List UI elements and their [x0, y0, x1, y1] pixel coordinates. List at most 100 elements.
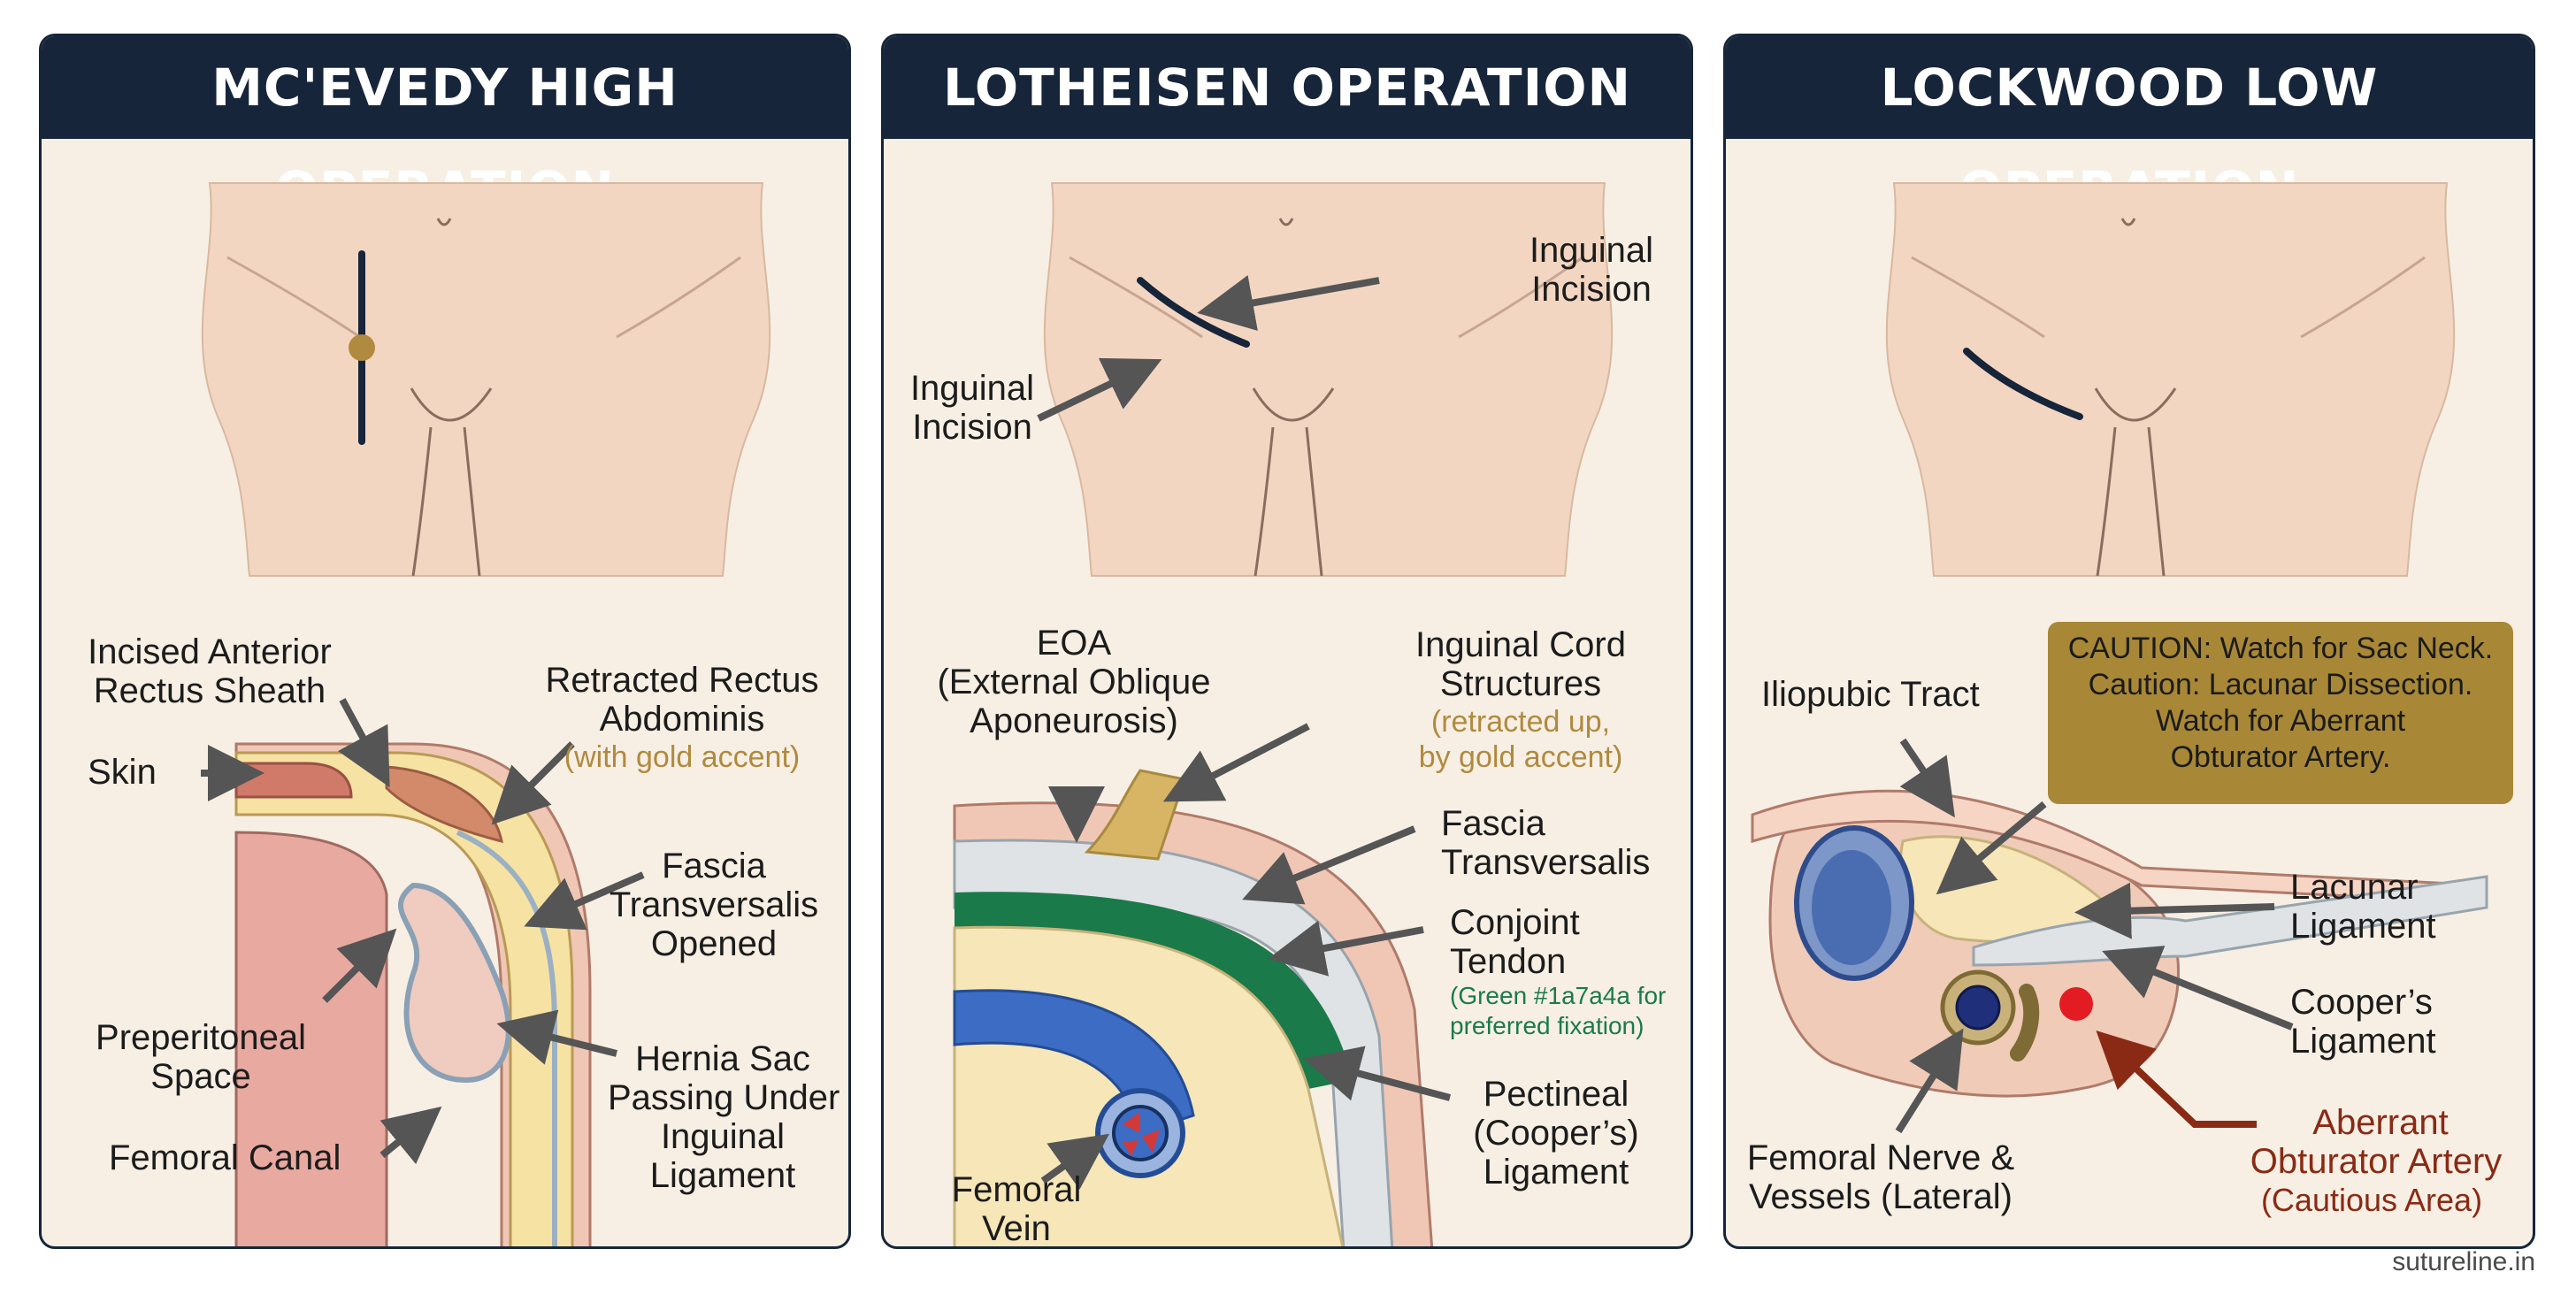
label-cord-1: Inguinal Cord — [1415, 625, 1626, 664]
lotheisen-illustration — [953, 182, 1614, 1246]
label-skin: Skin — [88, 753, 157, 792]
navel — [1278, 218, 1294, 226]
label-passing-under: Passing Under — [608, 1078, 840, 1117]
label-coopers-2: Ligament — [2290, 1022, 2436, 1061]
label-conjoint-1: Conjoint — [1450, 903, 1580, 942]
retracted-rectus-muscle — [385, 765, 503, 844]
label-inguinal-incision-right-1: Inguinal — [1529, 231, 1654, 270]
label-inguinal-incision-right-2: Incision — [1531, 270, 1652, 309]
label-lacunar-1: Lacunar — [2290, 868, 2419, 907]
panel-lotheisen: LOTHEISEN OPERATION — [881, 34, 1693, 1249]
groin-crease-right — [1458, 256, 1583, 339]
label-aberrant-3: (Cautious Area) — [2260, 1182, 2483, 1218]
label-pectineal-1: Pectineal — [1483, 1075, 1629, 1114]
label-conjoint-note-1: (Green #1a7a4a for — [1450, 982, 1667, 1009]
label-femoral-canal: Femoral Canal — [109, 1138, 341, 1177]
label-femoral-vein-2: Vein — [982, 1209, 1051, 1248]
groin-crease-left — [1069, 256, 1203, 339]
label-incised-anterior: Incised Anterior — [88, 632, 332, 671]
leg-line-right — [1305, 426, 1323, 577]
rectus-sheath-layer — [234, 751, 574, 1246]
groin-crease-left — [226, 256, 361, 339]
leg-line-left — [2096, 426, 2117, 577]
panel-title-lockwood: LOCKWOOD LOW OPERATION — [1726, 36, 2533, 220]
label-iliopubic: Iliopubic Tract — [1761, 675, 1980, 714]
navel — [436, 218, 452, 226]
label-rectus-sheath: Rectus Sheath — [93, 671, 326, 710]
lockwood-illustration — [1751, 182, 2488, 1134]
label-pectineal-3: Ligament — [1483, 1153, 1629, 1192]
label-fascia-1: Fascia — [1441, 804, 1545, 843]
label-conjoint-2: Tendon — [1450, 942, 1567, 981]
incision-gold-dot — [349, 334, 375, 361]
label-coopers-1: Cooper’s — [2290, 983, 2433, 1022]
label-hernia-sac: Hernia Sac — [635, 1039, 810, 1078]
hernia-sac — [398, 882, 511, 1084]
groin-crease-right — [616, 256, 741, 339]
label-gold-accent: (with gold accent) — [564, 740, 801, 774]
navel — [2120, 218, 2136, 226]
aberrant-artery-dot — [2059, 987, 2093, 1021]
panel-mcevedy: MC'EVEDY HIGH OPERATION In — [39, 34, 851, 1249]
groin-crease-left — [1911, 256, 2045, 339]
groin-crease-right — [2300, 256, 2426, 339]
mcevedy-illustration — [201, 182, 771, 1246]
femoral-vein-red-a — [1123, 1112, 1140, 1133]
label-pectineal-2: (Cooper’s) — [1473, 1114, 1639, 1153]
label-cord-note-1: (retracted up, — [1430, 705, 1611, 739]
label-conjoint-note-2: preferred fixation) — [1450, 1012, 1644, 1039]
femoral-vessel-inner — [1955, 985, 2001, 1031]
panel-lockwood: LOCKWOOD LOW OPERATION — [1723, 34, 2535, 1249]
cooper-band — [1972, 875, 2488, 967]
label-retracted-rectus: Retracted Rectus — [545, 661, 819, 700]
blue-vessel-inner — [1812, 850, 1891, 965]
femoral-vein-red-b — [1142, 1130, 1160, 1153]
label-femoral-vein-1: Femoral — [951, 1170, 1082, 1209]
label-aberrant-2: Obturator Artery — [2250, 1142, 2503, 1181]
label-lacunar-2: Ligament — [2290, 907, 2436, 946]
label-femoral-nerve-2: Vessels (Lateral) — [1749, 1177, 2012, 1216]
label-preperitoneal: Preperitoneal — [96, 1018, 306, 1057]
panel-title-mcevedy: MC'EVEDY HIGH OPERATION — [42, 36, 848, 220]
label-fascia: Fascia — [662, 847, 766, 885]
pubic-contour — [1252, 387, 1335, 422]
watermark: sutureline.in — [2392, 1247, 2535, 1276]
torso-figure — [1043, 182, 1614, 577]
label-inguinal-incision-left-1: Inguinal — [909, 369, 1035, 408]
femoral-vein-red-c — [1123, 1140, 1138, 1156]
label-cord-2: Structures — [1439, 664, 1602, 703]
conjoint-tendon-green — [954, 892, 1353, 1089]
label-aberrant-1: Aberrant — [2312, 1103, 2449, 1142]
caution-line-3: Watch for Aberrant — [2155, 704, 2406, 738]
leg-line-left — [411, 426, 433, 577]
cord-structures — [1084, 769, 1186, 861]
pubic-contour — [2094, 387, 2177, 422]
leg-line-left — [1254, 426, 1275, 577]
panel-title-lotheisen: LOTHEISEN OPERATION — [884, 36, 1690, 139]
label-eoa-full-1: (External Oblique — [937, 663, 1211, 701]
torso-figure — [201, 182, 771, 577]
caution-box: CAUTION: Watch for Sac Neck. Caution: La… — [2048, 622, 2513, 804]
label-fascia-2: Transversalis — [1441, 843, 1651, 882]
label-cord-note-2: by gold accent) — [1418, 740, 1623, 774]
label-abdominis: Abdominis — [599, 700, 765, 739]
caution-line-4: Obturator Artery. — [2170, 740, 2391, 774]
leg-line-right — [463, 426, 481, 577]
label-inguinal: Inguinal — [660, 1117, 786, 1156]
label-ligament: Ligament — [649, 1156, 796, 1195]
label-inguinal-incision-left-2: Incision — [912, 408, 1032, 447]
pubic-contour — [410, 387, 493, 422]
label-femoral-nerve-1: Femoral Nerve & — [1746, 1138, 2015, 1177]
label-space: Space — [150, 1057, 251, 1096]
red-muscle-layer — [234, 762, 353, 799]
caution-line-1: CAUTION: Watch for Sac Neck. — [2067, 632, 2494, 665]
label-eoa-full-2: Aponeurosis) — [970, 701, 1178, 740]
low-incision — [1963, 348, 2083, 420]
femoral-nerve — [2010, 984, 2040, 1061]
label-opened: Opened — [650, 924, 778, 963]
label-transversalis: Transversalis — [609, 885, 819, 924]
inguinal-incision — [1137, 277, 1250, 348]
leg-line-right — [2147, 426, 2166, 577]
caution-line-2: Caution: Lacunar Dissection. — [2088, 668, 2473, 701]
label-eoa: EOA — [1036, 624, 1112, 663]
